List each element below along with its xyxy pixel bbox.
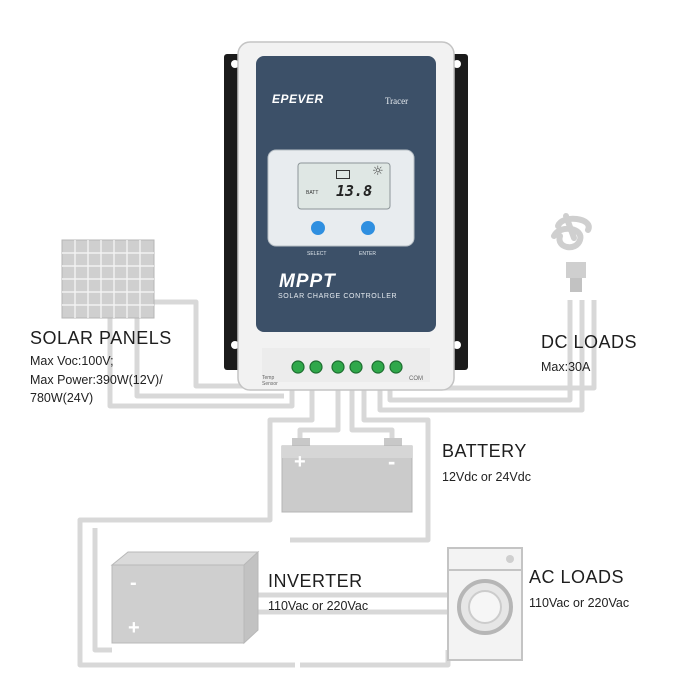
- terminals: [291, 360, 403, 374]
- inverter-title: INVERTER: [268, 571, 363, 591]
- battery-plus-sign: +: [294, 451, 306, 473]
- solar-cell-lines: [62, 240, 154, 318]
- battery-wire-3: [297, 378, 341, 440]
- inverter-ac-wire-4: [92, 528, 112, 653]
- mount-hole: [231, 341, 239, 349]
- lcd-screen: [297, 162, 391, 210]
- lcd-sun-icon: ☼: [372, 164, 384, 179]
- terminal-solar-neg: [309, 360, 323, 374]
- solar-wire-2: [134, 318, 284, 399]
- terminal-load-pos: [371, 360, 385, 374]
- wires: [77, 299, 597, 668]
- model-label: Tracer: [385, 96, 409, 106]
- inverter-ac-wire-3: [300, 650, 451, 668]
- dc-loads-spec: Max:30A: [541, 360, 591, 374]
- controller-subtitle: SOLAR CHARGE CONTROLLER: [278, 293, 398, 300]
- solar-panels-title: SOLAR PANELS: [30, 328, 172, 348]
- inverter-plus-sign: +: [128, 617, 140, 639]
- battery-post: [292, 438, 310, 448]
- dcload-wire-3: [402, 300, 597, 391]
- inverter-side: [243, 550, 259, 645]
- temp-label-1: Temp: [262, 375, 275, 381]
- inverter-minus-sign: -: [130, 572, 137, 594]
- solar-panel: [61, 239, 155, 319]
- solar-spec-3: 780W(24V): [30, 391, 94, 405]
- select-label: SELECT: [307, 251, 327, 257]
- enter-button[interactable]: [361, 221, 375, 235]
- washer-knob: [506, 555, 514, 563]
- ac-loads-spec: 110Vac or 220Vac: [529, 596, 630, 610]
- washing-machine-icon: [447, 547, 523, 661]
- bulb-icon: [551, 213, 592, 292]
- temp-label-2: Sensor: [262, 381, 278, 387]
- solar-spec-1: Max Voc:100V;: [30, 354, 114, 368]
- dcload-wire-2: [377, 300, 585, 413]
- temp-sensor-label: Temp Sensor: [262, 375, 278, 387]
- battery-spec: 12Vdc or 24Vdc: [442, 470, 531, 484]
- solar-cells: [62, 240, 154, 318]
- bulb-base: [566, 262, 586, 278]
- battery-minus-sign: -: [388, 449, 396, 474]
- bulb-spiral: [551, 215, 592, 251]
- inverter-spec: 110Vac or 220Vac: [268, 599, 369, 613]
- charge-controller: [224, 41, 468, 391]
- mount-hole: [453, 60, 461, 68]
- battery-wire-pos: [77, 378, 315, 668]
- terminal-load-neg: [389, 360, 403, 374]
- battery-title: BATTERY: [442, 441, 527, 461]
- inverter-body: [111, 564, 245, 644]
- bulb-spiral-top: [563, 213, 577, 241]
- terminal-batt-pos: [331, 360, 345, 374]
- lcd-batt-label: BATT: [306, 190, 319, 196]
- battery-post: [384, 438, 402, 448]
- battery-icon: [281, 438, 413, 513]
- lcd-battery-icon: [336, 170, 350, 179]
- bulb-socket: [570, 278, 582, 292]
- inverter-icon: [110, 550, 260, 645]
- mount-hole: [231, 60, 239, 68]
- mppt-label: MPPT: [279, 271, 336, 292]
- mount-hole: [453, 341, 461, 349]
- enter-label: ENTER: [359, 251, 376, 257]
- inverter-fins: [110, 551, 260, 566]
- battery-wire-4: [349, 378, 395, 440]
- solar-wire-1: [107, 318, 295, 409]
- battery-lid: [282, 446, 412, 458]
- battery-wire-neg: [290, 378, 431, 543]
- select-button[interactable]: [311, 221, 325, 235]
- com-label: COM: [409, 376, 423, 382]
- terminal-batt-neg: [349, 360, 363, 374]
- brand-logo: EPEVER: [272, 92, 324, 106]
- lcd-unit: v: [368, 190, 372, 197]
- dc-loads-title: DC LOADS: [541, 332, 638, 352]
- lcd-value: 13.8: [336, 182, 373, 200]
- terminal-strip: [262, 348, 430, 382]
- ac-loads-title: AC LOADS: [529, 567, 625, 587]
- terminal-solar-pos: [291, 360, 305, 374]
- solar-spec-2: Max Power:390W(12V)/: [30, 373, 163, 387]
- washer-door-glass: [468, 590, 502, 624]
